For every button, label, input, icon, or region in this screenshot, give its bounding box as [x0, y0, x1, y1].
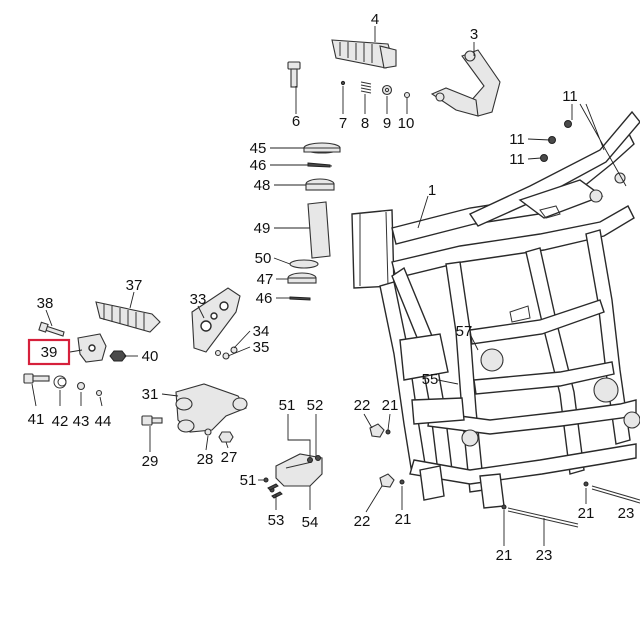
label-55: 55	[422, 371, 439, 388]
label-42: 42	[52, 413, 69, 430]
label-38: 38	[37, 295, 54, 312]
label-22-upper: 22	[354, 397, 371, 414]
part-8-spring	[360, 81, 372, 94]
part-40-nut	[109, 350, 127, 362]
part-37-footpeg	[95, 301, 161, 333]
label-21-bottom: 21	[496, 547, 513, 564]
label-11-middle: 11	[509, 131, 525, 148]
part-29-bolt	[141, 415, 163, 426]
part-number-labels: 1 3 4 6 7 8 9 10 11 11 11 45 46 48 49 50…	[28, 11, 635, 564]
label-49: 49	[254, 220, 271, 237]
label-57: 57	[456, 323, 473, 340]
part-43-washer	[76, 381, 86, 391]
main-frame	[351, 110, 640, 509]
label-50: 50	[255, 250, 272, 267]
label-53: 53	[268, 512, 285, 529]
label-31: 31	[142, 386, 159, 403]
label-48: 48	[254, 177, 271, 194]
label-43: 43	[73, 413, 90, 430]
part-28-washer	[204, 428, 212, 436]
part-39-bracket	[77, 333, 107, 363]
label-44: 44	[95, 413, 112, 430]
highlight-box-39	[27, 338, 71, 366]
label-10: 10	[398, 115, 415, 132]
part-34-35-hardware	[214, 346, 238, 360]
part-27-nut	[218, 431, 234, 443]
label-21-lower: 21	[395, 511, 412, 528]
label-8: 8	[361, 115, 369, 132]
label-41: 41	[28, 411, 45, 428]
label-51-lower: 51	[240, 472, 257, 489]
label-46-upper: 46	[250, 157, 267, 174]
label-34: 34	[253, 323, 270, 340]
label-52: 52	[307, 397, 324, 414]
label-9: 9	[383, 115, 391, 132]
part-31-bracket	[175, 383, 248, 433]
label-11-top: 11	[562, 88, 578, 105]
part-33-plate	[191, 287, 241, 353]
part-54-bracket	[263, 453, 323, 499]
label-54: 54	[302, 514, 319, 531]
label-4: 4	[371, 11, 379, 28]
part-7-pin	[340, 80, 346, 86]
part-38-bolt	[38, 321, 65, 337]
label-40: 40	[142, 348, 159, 365]
part-11-bolts	[540, 120, 572, 162]
label-39: 39	[41, 344, 58, 361]
label-27: 27	[221, 449, 238, 466]
label-3: 3	[470, 26, 478, 43]
label-33: 33	[190, 291, 207, 308]
part-23-long-bolts	[507, 485, 640, 528]
label-46-lower: 46	[256, 290, 273, 307]
label-21-right: 21	[578, 505, 595, 522]
label-21-upper: 21	[382, 397, 399, 414]
label-29: 29	[142, 453, 159, 470]
label-11-bottom: 11	[509, 151, 525, 168]
part-10-clip	[403, 91, 411, 99]
part-6-bolt	[287, 61, 301, 88]
label-7: 7	[339, 115, 347, 132]
leader-lines	[31, 26, 627, 546]
label-23-right: 23	[618, 505, 635, 522]
label-35: 35	[253, 339, 270, 356]
label-37: 37	[126, 277, 143, 294]
part-42-spring	[53, 375, 67, 389]
part-9-washer	[381, 84, 393, 96]
label-23-bottom: 23	[536, 547, 553, 564]
part-41-bolt	[23, 373, 50, 384]
part-44-pin	[95, 389, 103, 397]
steering-stack	[287, 142, 341, 301]
label-28: 28	[197, 451, 214, 468]
label-22-lower: 22	[354, 513, 371, 530]
label-1: 1	[428, 182, 436, 199]
part-4-footpeg	[331, 39, 397, 69]
part-3-bracket	[430, 49, 501, 117]
label-51-upper: 51	[279, 397, 296, 414]
label-6: 6	[292, 113, 300, 130]
label-47: 47	[257, 271, 274, 288]
label-45: 45	[250, 140, 267, 157]
